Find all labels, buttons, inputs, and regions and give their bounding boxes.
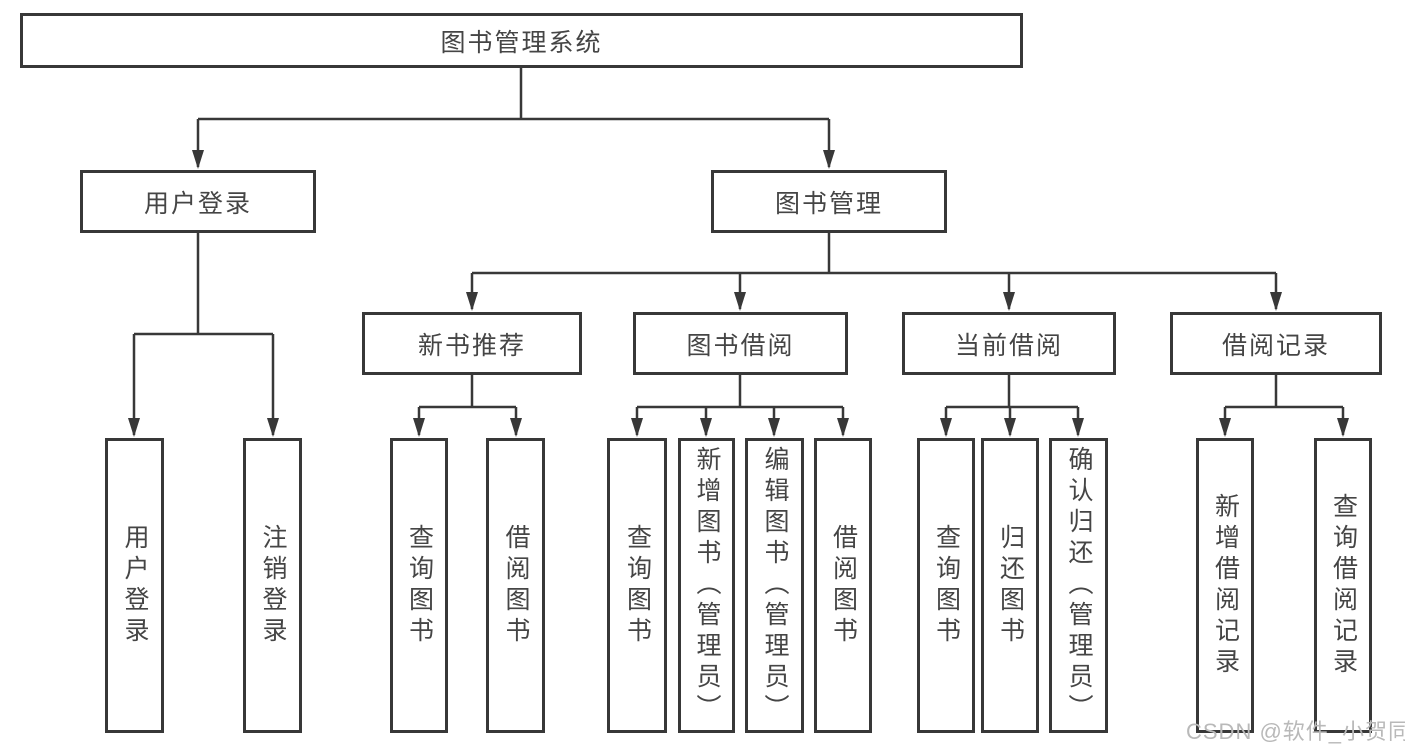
node-user-login: 用户登录	[80, 170, 316, 233]
leaf-edit-books-admin: 编辑图书（管理员）	[745, 438, 804, 733]
node-label: 注销登录	[259, 523, 287, 648]
node-label: 归还图书	[996, 523, 1025, 648]
leaf-query-books-recommend: 查询图书	[390, 438, 448, 733]
leaf-query-books-current: 查询图书	[917, 438, 975, 733]
node-label: 新增借阅记录	[1211, 492, 1240, 679]
node-label: 图书管理系统	[440, 28, 603, 57]
node-label: 查询图书	[623, 523, 652, 648]
leaf-query-borrow-record: 查询借阅记录	[1314, 438, 1372, 733]
leaf-return-books: 归还图书	[981, 438, 1039, 733]
node-book-management: 图书管理	[711, 170, 947, 233]
node-label: 确认归还（管理员）	[1065, 446, 1093, 725]
leaf-query-books-borrowing: 查询图书	[607, 438, 667, 733]
leaf-add-books-admin: 新增图书（管理员）	[678, 438, 735, 733]
node-label: 查询图书	[932, 523, 961, 648]
node-label: 图书管理	[774, 189, 883, 218]
node-label: 借阅图书	[502, 523, 530, 648]
leaf-borrow-books: 借阅图书	[814, 438, 872, 733]
leaf-user-login: 用户登录	[105, 438, 164, 733]
leaf-add-borrow-record: 新增借阅记录	[1196, 438, 1254, 733]
node-label: 新书推荐	[417, 331, 526, 360]
node-book-borrowing: 图书借阅	[633, 312, 848, 375]
node-borrowing-records: 借阅记录	[1170, 312, 1382, 375]
node-label: 当前借阅	[954, 331, 1063, 360]
node-label: 查询借阅记录	[1329, 492, 1358, 679]
leaf-borrow-books-recommend: 借阅图书	[486, 438, 545, 733]
node-label: 编辑图书（管理员）	[761, 446, 789, 725]
leaf-logout: 注销登录	[243, 438, 302, 733]
node-label: 借阅图书	[829, 523, 858, 648]
node-label: 新增图书（管理员）	[693, 446, 721, 725]
arrowheads	[128, 150, 1349, 437]
leaf-confirm-return-admin: 确认归还（管理员）	[1049, 438, 1108, 733]
node-label: 用户登录	[121, 523, 149, 648]
csdn-watermark: CSDN @软件_小贺同学	[1186, 719, 1405, 744]
node-label: 借阅记录	[1221, 331, 1330, 360]
node-label: 图书借阅	[686, 331, 795, 360]
node-library-system: 图书管理系统	[20, 13, 1023, 68]
edge-paths	[132, 68, 1345, 435]
node-label: 用户登录	[143, 189, 252, 218]
node-new-book-recommendation: 新书推荐	[362, 312, 582, 375]
node-label: 查询图书	[405, 523, 434, 648]
node-current-borrowing: 当前借阅	[902, 312, 1116, 375]
